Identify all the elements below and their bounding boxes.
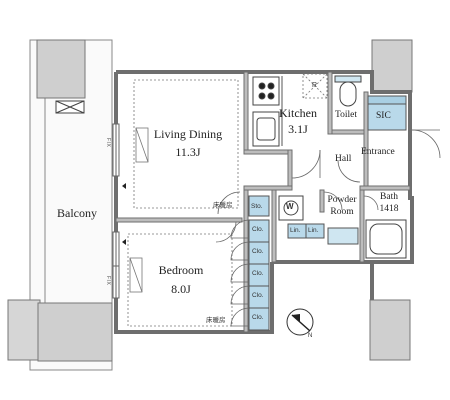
balcony-label: Balcony xyxy=(57,206,97,220)
powder-room-name: Powder xyxy=(327,195,357,205)
entrance-label: Entrance xyxy=(361,147,395,157)
bedroom-label: Bedroom 8.0J xyxy=(146,264,216,295)
fix-label-1: FIX xyxy=(105,138,111,148)
fridge-label: R xyxy=(312,82,318,89)
vanity xyxy=(327,227,359,245)
column-bottom-right xyxy=(369,299,411,361)
living-dining-label: Living Dining 11.3J xyxy=(146,128,230,158)
hall-label: Hall xyxy=(335,154,352,164)
closet-label-3: Clo. xyxy=(252,270,264,277)
column-bottom-left xyxy=(7,299,113,362)
floor-heating-zone-bedroom xyxy=(127,233,233,327)
stove xyxy=(252,76,280,106)
floor-heating-zone-living xyxy=(133,79,239,209)
living-dining-size: 11.3J xyxy=(175,145,201,159)
windows xyxy=(112,123,120,299)
bedroom-name: Bedroom xyxy=(158,263,204,277)
bath-size: 1418 xyxy=(379,203,399,214)
outer-walls xyxy=(114,70,414,334)
window-arrow-1 xyxy=(122,183,126,189)
ac-unit xyxy=(55,100,85,114)
kitchen-name: Kitchen xyxy=(279,106,317,120)
powder-room-label: Powder Room xyxy=(324,195,360,217)
washer xyxy=(278,195,304,221)
toilet-fixture xyxy=(334,75,362,107)
closet-label-1: Clo. xyxy=(252,226,264,233)
kitchen-size: 3.1J xyxy=(288,122,308,136)
door-swings xyxy=(215,129,441,243)
washer-label: W xyxy=(286,202,294,211)
kitchen-sink xyxy=(252,111,280,147)
floor-heating-label-2: 床暖房 xyxy=(206,317,226,324)
bedroom-size: 8.0J xyxy=(171,282,191,296)
living-dining-name: Living Dining xyxy=(153,127,223,141)
compass-north-label: N xyxy=(308,333,313,339)
floor-heating-label-1: 床暖房 xyxy=(213,202,233,209)
closet-label-2: Clo. xyxy=(252,248,264,255)
powder-room-name-2: Room xyxy=(330,206,354,217)
bath-label: Bath 1418 xyxy=(372,192,406,214)
closet-label-5: Clo. xyxy=(252,314,264,321)
bedroom-closets xyxy=(248,219,270,331)
sic-label: SIC xyxy=(376,111,391,121)
linen-label-1: Lin. xyxy=(290,227,301,234)
linen-label-2: Lin. xyxy=(308,227,319,234)
kitchen-label: Kitchen 3.1J xyxy=(272,107,324,135)
toilet-label: Toilet xyxy=(335,110,358,120)
inner-walls xyxy=(115,71,411,333)
bath-name: Bath xyxy=(380,192,398,202)
storage-box xyxy=(248,195,270,217)
window-arrow-2 xyxy=(122,239,126,245)
compass xyxy=(286,308,314,336)
linen-boxes xyxy=(287,223,325,239)
heater-marks xyxy=(129,127,149,293)
bathtub xyxy=(365,219,407,259)
closet-label-4: Clo. xyxy=(252,292,264,299)
fridge-box xyxy=(302,73,328,99)
column-top-left xyxy=(36,39,86,99)
sic-closet xyxy=(367,95,407,131)
column-top-right xyxy=(371,39,413,93)
fix-label-2: FIX xyxy=(105,276,111,286)
storage-label: Sto. xyxy=(251,203,263,210)
